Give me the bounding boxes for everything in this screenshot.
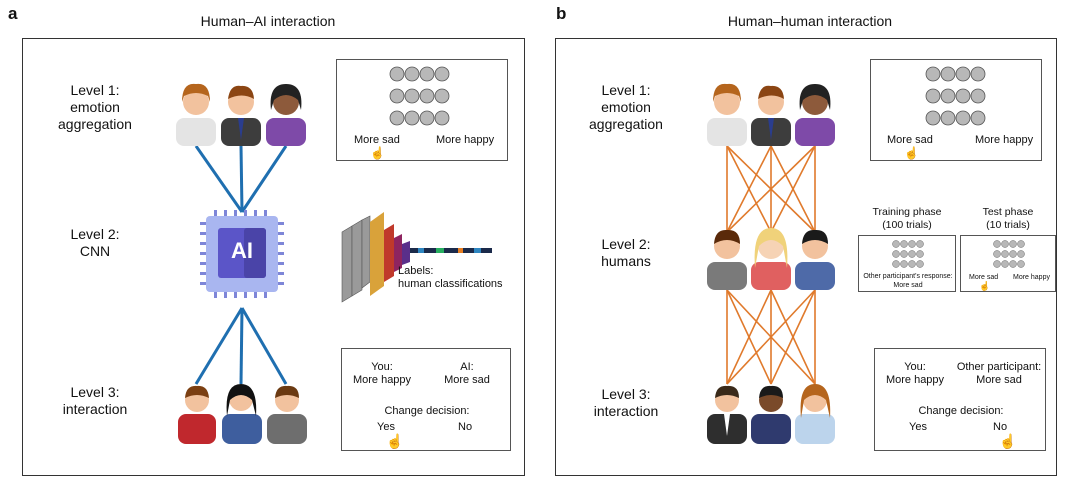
panel-a-level2: Level 2:CNN <box>70 226 120 259</box>
slider-right-label: More happy <box>975 134 1034 146</box>
other-participant-response: Other participant:More sad <box>956 361 1042 386</box>
connection-line <box>726 145 816 233</box>
person-icon <box>795 229 835 290</box>
training-phase-title: Training phase(100 trials) <box>872 206 942 231</box>
pointer-hand-icon: ☝ <box>999 433 1017 449</box>
pointer-hand-icon: ☝ <box>386 433 404 449</box>
face-grid-icon <box>389 66 450 126</box>
other-response: Other participant's response:More sad <box>863 273 953 289</box>
test-phase-box: More sad More happy ☝ <box>960 235 1056 292</box>
test-left-label: More sad <box>969 274 999 281</box>
panel-b-title: Human–human interaction <box>727 13 893 29</box>
person-icon <box>751 85 791 146</box>
person-icon <box>707 83 747 146</box>
person-icon <box>176 83 216 146</box>
panel-a-level3: Level 3:interaction <box>62 384 128 417</box>
connection-line <box>726 289 816 385</box>
change-decision-label: Change decision: <box>918 405 1004 417</box>
labels-caption: Labels: human classifications <box>398 265 503 290</box>
person-icon <box>266 84 306 146</box>
you-response: You:More happy <box>885 361 945 386</box>
connection-line <box>240 307 288 385</box>
pointer-hand-icon: ☝ <box>904 146 919 160</box>
face-grid-icon <box>993 240 1025 268</box>
yes-option[interactable]: Yes <box>377 421 395 433</box>
pointer-hand-icon: ☝ <box>370 146 385 160</box>
no-option[interactable]: No <box>458 421 473 433</box>
panel-a-title: Human–AI interaction <box>200 13 336 29</box>
emotion-rating-box-a: More sad More happy ☝ <box>336 59 508 161</box>
no-option[interactable]: No <box>993 421 1008 433</box>
panel-b-letter: b <box>556 4 567 23</box>
panel-a-frame <box>22 38 525 476</box>
panel-a-letter: a <box>8 4 18 23</box>
connection-line <box>726 289 772 385</box>
panel-b-level2: Level 2:humans <box>601 236 651 269</box>
you-response: You:More happy <box>352 361 412 386</box>
connection-line <box>239 307 244 385</box>
connection-line <box>770 289 816 385</box>
person-icon <box>751 228 791 290</box>
connection-line <box>194 307 244 385</box>
slider-left-label: More sad <box>887 134 933 146</box>
person-icon <box>795 84 835 146</box>
ai-chip-label: AI <box>231 238 253 263</box>
emotion-rating-box-b: More sad More happy ☝ <box>870 59 1042 161</box>
face-grid-icon <box>892 240 924 268</box>
person-icon <box>795 384 835 444</box>
person-icon <box>751 385 791 444</box>
decision-box-b: You:More happy Other participant:More sa… <box>874 348 1046 451</box>
person-icon <box>178 385 216 444</box>
training-phase-box: Other participant's response:More sad <box>858 235 956 292</box>
person-icon <box>222 384 262 444</box>
panel-b-level3: Level 3:interaction <box>593 386 659 419</box>
pointer-hand-icon: ☝ <box>979 281 991 291</box>
person-icon <box>267 385 307 444</box>
connection-line <box>240 145 288 213</box>
connection-line <box>239 145 244 213</box>
person-icon <box>707 385 747 444</box>
face-grid-icon <box>925 66 986 126</box>
connection-line <box>770 145 816 233</box>
test-phase-title: Test phase(10 trials) <box>982 206 1034 231</box>
ai-response: AI:More sad <box>444 361 490 386</box>
person-icon <box>221 85 261 146</box>
test-right-label: More happy <box>1013 274 1050 281</box>
decision-box-a: You:More happy AI:More sad Change decisi… <box>341 348 511 451</box>
change-decision-label: Change decision: <box>384 405 470 417</box>
connection-line <box>194 145 244 213</box>
yes-option[interactable]: Yes <box>909 421 927 433</box>
person-icon <box>707 229 747 290</box>
panel-b-frame <box>555 38 1057 476</box>
connection-line <box>726 145 772 233</box>
slider-left-label: More sad <box>354 134 400 146</box>
slider-right-label: More happy <box>436 134 495 146</box>
